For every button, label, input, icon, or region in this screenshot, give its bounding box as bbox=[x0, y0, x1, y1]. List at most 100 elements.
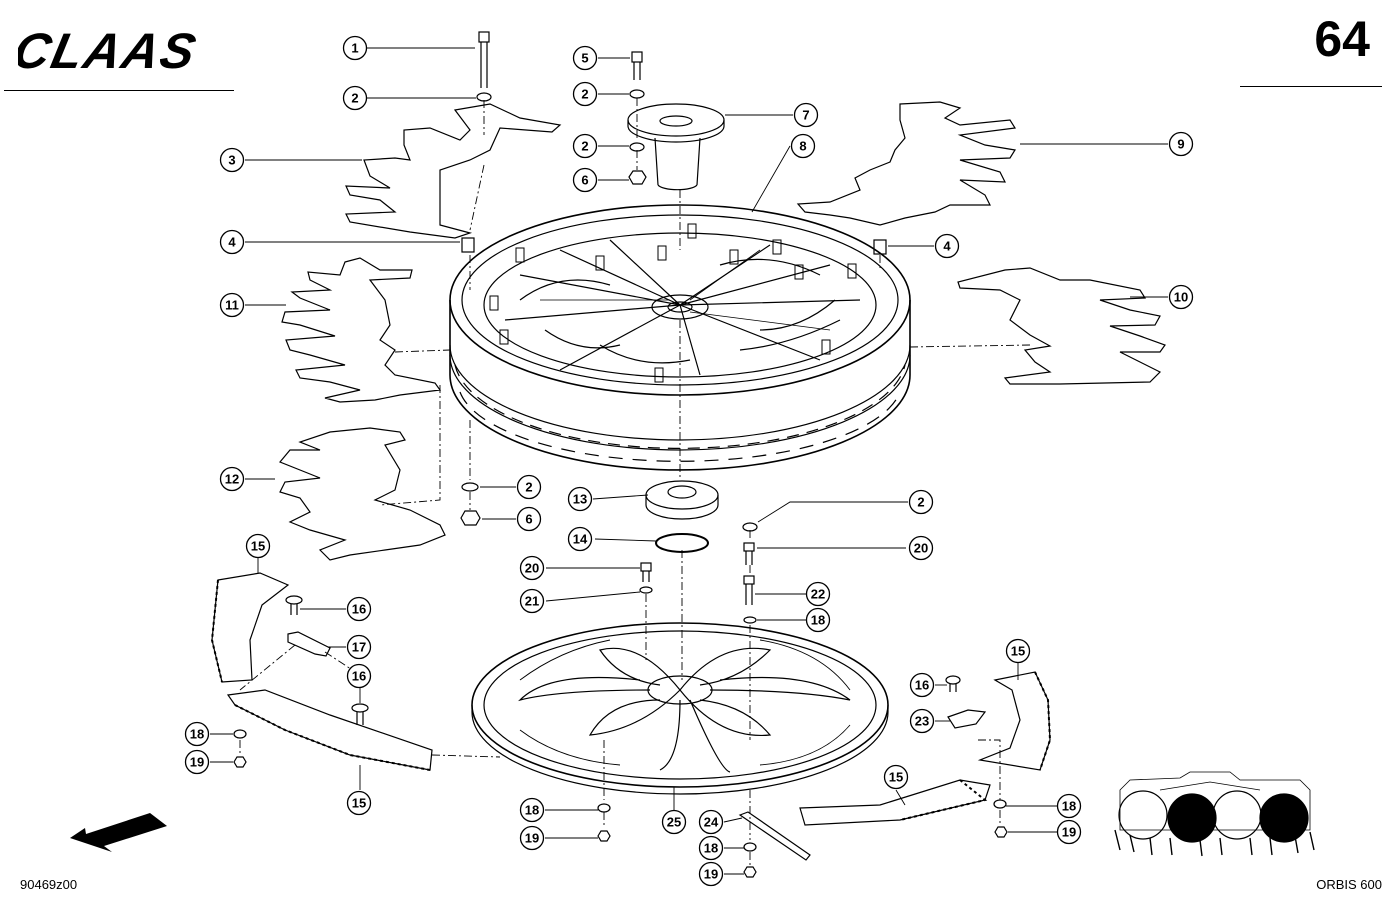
knife-3 bbox=[345, 103, 562, 239]
callout-circle bbox=[1168, 131, 1194, 157]
callout-8: 8 bbox=[790, 133, 816, 159]
seal-ring-14 bbox=[655, 533, 709, 553]
callout-13: 13 bbox=[567, 486, 593, 512]
callout-12: 12 bbox=[219, 466, 245, 492]
callout-16a: 16 bbox=[346, 596, 372, 622]
callout-label: 19 bbox=[190, 755, 204, 770]
callout-circle bbox=[184, 749, 210, 775]
callout-6a: 6 bbox=[572, 167, 598, 193]
washer-18-strip bbox=[743, 842, 757, 852]
callout-label: 16 bbox=[352, 602, 366, 617]
callout-circle bbox=[572, 133, 598, 159]
rotor-disc-25 bbox=[471, 622, 889, 795]
callout-circle bbox=[698, 835, 724, 861]
callout-circle bbox=[572, 45, 598, 71]
callout-label: 24 bbox=[704, 815, 719, 830]
callout-17: 17 bbox=[346, 634, 372, 660]
skid-15-right-arc bbox=[977, 671, 1051, 771]
bolt-20-left bbox=[640, 562, 652, 582]
nut-6-lower bbox=[460, 510, 481, 526]
callout-circle bbox=[790, 133, 816, 159]
callout-19a: 19 bbox=[184, 749, 210, 775]
callout-label: 20 bbox=[914, 541, 928, 556]
bolt-16-right bbox=[945, 675, 961, 692]
callout-11: 11 bbox=[219, 292, 245, 318]
callout-7: 7 bbox=[793, 102, 819, 128]
callout-label: 23 bbox=[915, 714, 929, 729]
callout-20a: 20 bbox=[519, 555, 545, 581]
washer-2-middle bbox=[629, 142, 645, 152]
nut-19-right bbox=[994, 826, 1008, 838]
skid-15-bottom-bar bbox=[799, 779, 991, 826]
callout-circle bbox=[516, 474, 542, 500]
knife-11 bbox=[281, 257, 442, 403]
bolt-5 bbox=[631, 51, 643, 80]
callout-label: 18 bbox=[811, 613, 825, 628]
callout-circle bbox=[346, 790, 372, 816]
callout-20b: 20 bbox=[908, 535, 934, 561]
skid-15-left-arc bbox=[211, 572, 290, 683]
nut-19-left bbox=[233, 756, 247, 768]
washer-18-bottom bbox=[597, 803, 611, 813]
callout-15a: 15 bbox=[245, 533, 271, 559]
callout-19b: 19 bbox=[1056, 819, 1082, 845]
callout-label: 20 bbox=[525, 561, 539, 576]
callout-circle bbox=[346, 596, 372, 622]
direction-arrow bbox=[70, 813, 167, 852]
washer-18-center bbox=[743, 616, 757, 624]
callout-18e: 18 bbox=[698, 835, 724, 861]
callout-16c: 16 bbox=[909, 672, 935, 698]
model-name: ORBIS 600 bbox=[1316, 877, 1382, 892]
callout-circle bbox=[698, 861, 724, 887]
callout-label: 18 bbox=[525, 803, 539, 818]
nut-19-bottom bbox=[597, 830, 611, 842]
header-rule-right bbox=[1240, 86, 1382, 87]
bolt-20-right bbox=[743, 542, 755, 565]
bolt-16-upper bbox=[285, 595, 303, 615]
callout-label: 19 bbox=[704, 867, 718, 882]
spacer-4-left bbox=[461, 237, 475, 253]
callout-9: 9 bbox=[1168, 131, 1194, 157]
callout-15d: 15 bbox=[1005, 638, 1031, 664]
callout-19c: 19 bbox=[519, 825, 545, 851]
callout-label: 6 bbox=[581, 173, 588, 188]
callout-4a: 4 bbox=[219, 229, 245, 255]
knife-12 bbox=[279, 427, 446, 561]
drawing-code: 90469z00 bbox=[20, 877, 78, 892]
callout-label: 9 bbox=[1177, 137, 1184, 152]
plate-17 bbox=[287, 631, 331, 657]
strip-24 bbox=[738, 811, 811, 861]
callout-label: 4 bbox=[228, 235, 236, 250]
callout-circle bbox=[567, 526, 593, 552]
machine-overview-thumbnail bbox=[1114, 771, 1315, 857]
callout-label: 15 bbox=[1011, 644, 1025, 659]
callout-label: 13 bbox=[573, 492, 587, 507]
callout-label: 21 bbox=[525, 594, 539, 609]
callout-label: 18 bbox=[190, 727, 204, 742]
washer-18-right bbox=[993, 799, 1007, 809]
callout-circle bbox=[184, 721, 210, 747]
callout-5: 5 bbox=[572, 45, 598, 71]
callout-circle bbox=[572, 167, 598, 193]
callout-25: 25 bbox=[661, 809, 687, 835]
callout-label: 12 bbox=[225, 472, 239, 487]
callout-circle bbox=[698, 809, 724, 835]
callout-18c: 18 bbox=[1056, 793, 1082, 819]
callout-6b: 6 bbox=[516, 506, 542, 532]
callout-label: 22 bbox=[811, 587, 825, 602]
callout-label: 15 bbox=[889, 770, 903, 785]
callout-10: 10 bbox=[1168, 284, 1194, 310]
callout-23: 23 bbox=[909, 708, 935, 734]
brand-wordmark: CLAAS bbox=[18, 24, 202, 76]
callout-circle bbox=[346, 634, 372, 660]
callout-circle bbox=[219, 147, 245, 173]
callout-label: 19 bbox=[525, 831, 539, 846]
callout-label: 14 bbox=[573, 532, 588, 547]
callout-16b: 16 bbox=[346, 663, 372, 689]
knife-9 bbox=[796, 101, 1017, 226]
callout-label: 2 bbox=[351, 91, 358, 106]
claas-logo: CLAAS bbox=[8, 23, 240, 79]
callout-label: 2 bbox=[525, 480, 532, 495]
washer-2-upper bbox=[629, 89, 645, 99]
